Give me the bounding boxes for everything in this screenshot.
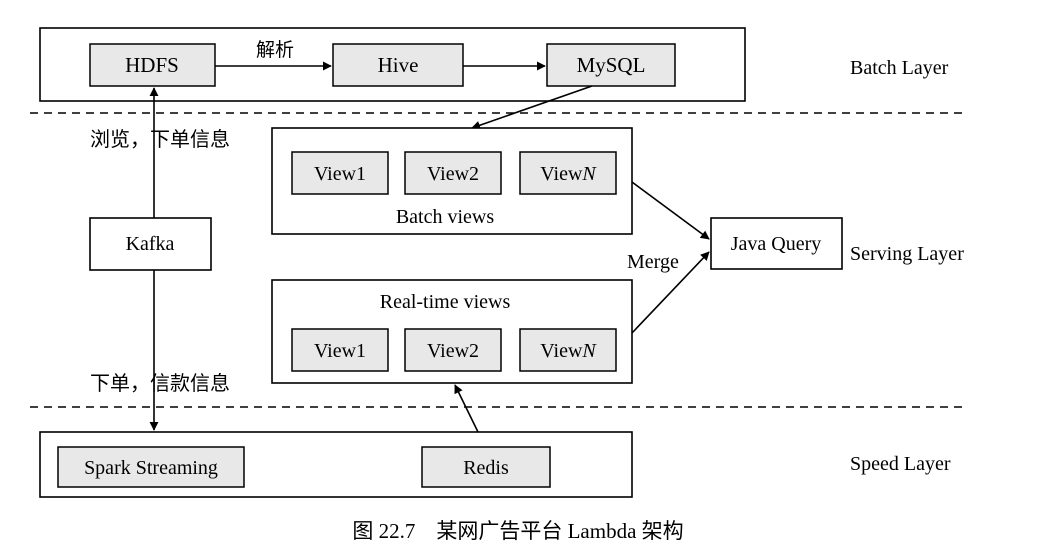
hdfs-node (89, 43, 216, 87)
mysql-node (546, 43, 676, 87)
arrow-mysql-to-batch-views (471, 85, 593, 130)
hive-node (332, 43, 464, 87)
hive-label: Hive (378, 53, 419, 77)
redis-node (421, 446, 551, 488)
mysql-label: MySQL (577, 53, 646, 77)
merge-label: Merge (627, 251, 679, 273)
parse-label: 解析 (256, 39, 294, 61)
realtime-viewN-node (519, 328, 617, 372)
batch-viewN-prefix: View (540, 163, 583, 185)
realtime-viewN-suffix: N (581, 340, 597, 362)
realtime-view2-node (404, 328, 502, 372)
batch-view1-node (291, 151, 389, 195)
arrow-batch-views-to-java-query (631, 181, 710, 240)
java-query-node (710, 217, 843, 270)
browse-order-info-label: 浏览，下单信息 (90, 128, 230, 151)
spark-streaming-label: Spark Streaming (84, 457, 218, 479)
realtime-viewN-prefix: View (540, 340, 583, 362)
realtime-view1-node (291, 328, 389, 372)
realtime-views-title: Real-time views (380, 291, 511, 313)
arrow-realtime-views-to-java-query (631, 251, 710, 334)
batch-layer-label: Batch Layer (850, 57, 949, 79)
batch-views-title: Batch views (396, 206, 495, 228)
batch-view1-label: View1 (314, 163, 366, 185)
speed-layer-label: Speed Layer (850, 453, 951, 475)
realtime-viewN-label: ViewN (540, 340, 597, 362)
order-payment-info-label: 下单，信款信息 (90, 372, 230, 395)
java-query-label: Java Query (731, 233, 822, 255)
batch-viewN-label: ViewN (540, 163, 597, 185)
batch-viewN-node (519, 151, 617, 195)
hdfs-label: HDFS (125, 53, 179, 77)
arrow-redis-to-realtime-views (454, 384, 479, 433)
spark-streaming-node (57, 446, 245, 488)
batch-view2-node (404, 151, 502, 195)
kafka-node (89, 217, 212, 271)
redis-label: Redis (463, 457, 509, 479)
realtime-view2-label: View2 (427, 340, 479, 362)
kafka-label: Kafka (126, 233, 175, 255)
batch-view2-label: View2 (427, 163, 479, 185)
figure-caption: 图 22.7 某网广告平台 Lambda 架构 (352, 519, 683, 543)
serving-layer-label: Serving Layer (850, 243, 964, 265)
realtime-view1-label: View1 (314, 340, 366, 362)
batch-viewN-suffix: N (581, 163, 597, 185)
